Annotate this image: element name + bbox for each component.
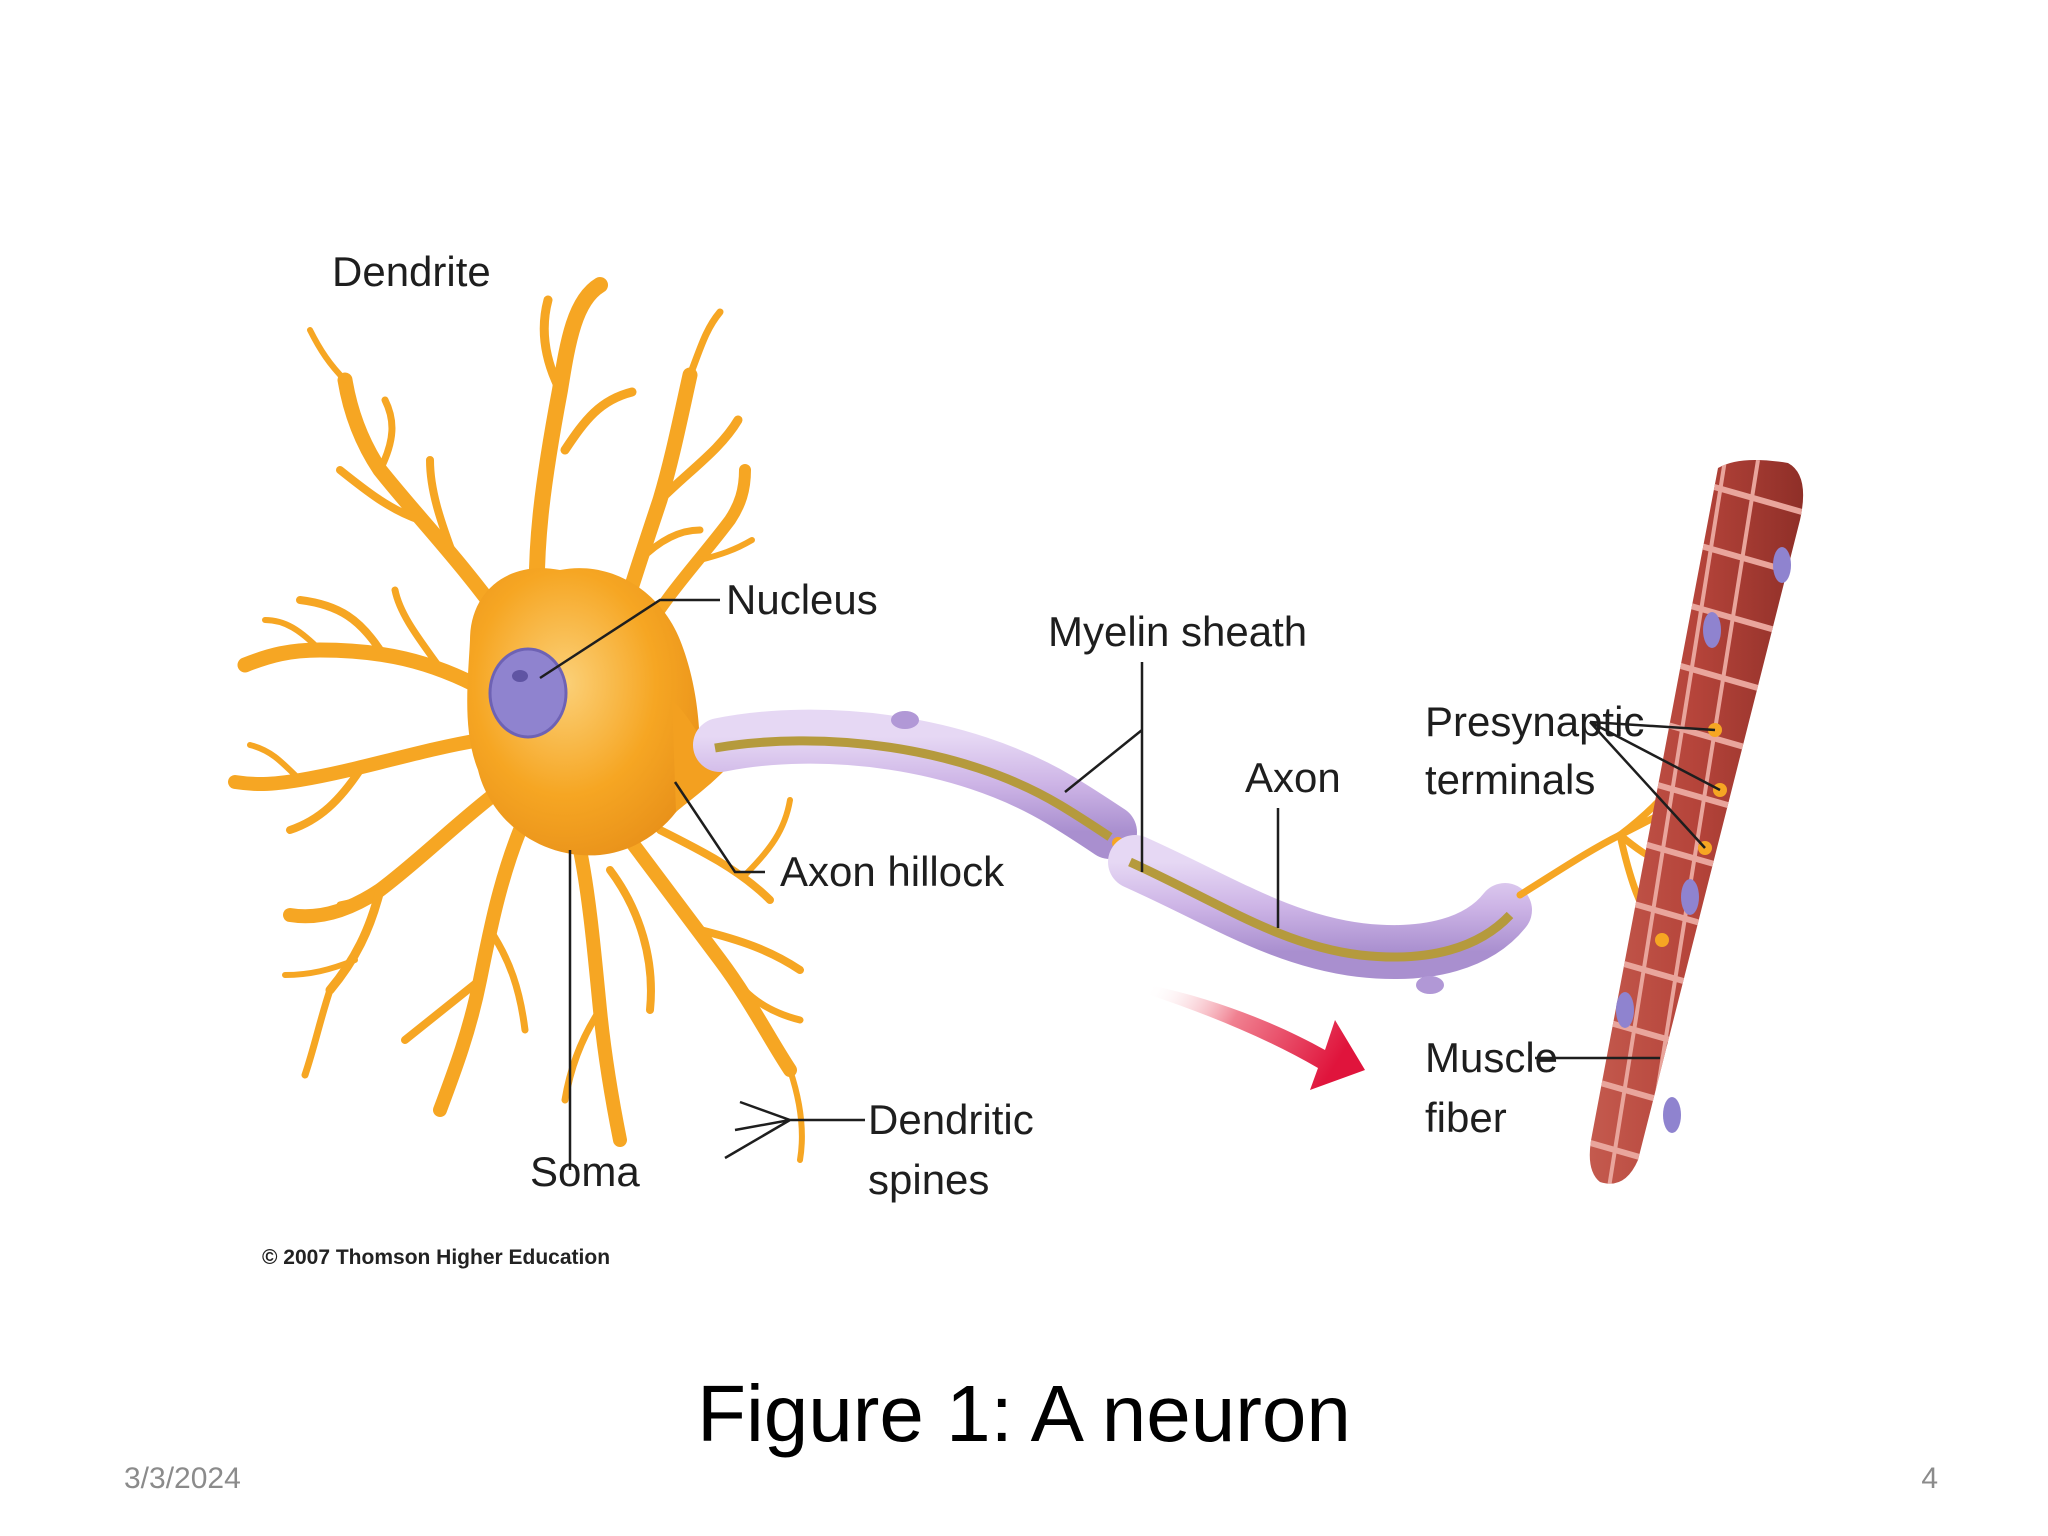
muscle-fiber-body	[1589, 459, 1804, 1184]
label-presynaptic-line2: terminals	[1425, 756, 1595, 803]
label-dendritic-line2: spines	[868, 1156, 989, 1203]
label-dendrite: Dendrite	[332, 248, 491, 295]
muscle-nucleus	[1773, 547, 1791, 583]
muscle-nucleus	[1663, 1097, 1681, 1133]
schwann-cell-nucleus	[891, 711, 919, 729]
slide-date: 3/3/2024	[124, 1462, 241, 1495]
label-axon-hillock: Axon hillock	[780, 848, 1005, 895]
label-axon: Axon	[1245, 754, 1341, 801]
leader-lines	[539, 598, 1721, 1170]
muscle-nucleus	[1616, 992, 1634, 1028]
label-myelin-sheath: Myelin sheath	[1048, 608, 1307, 655]
figure-caption: Figure 1: A neuron	[697, 1369, 1351, 1458]
schwann-cell-nucleus	[1416, 976, 1444, 994]
signal-direction-arrow	[1150, 985, 1365, 1090]
axon	[693, 709, 1532, 994]
nucleus-shape	[488, 647, 568, 739]
muscle-nucleus	[1681, 879, 1699, 915]
soma-body	[467, 568, 700, 856]
muscle-fiber	[1589, 459, 1804, 1184]
copyright-notice: © 2007 Thomson Higher Education	[262, 1246, 610, 1269]
label-muscle-line2: fiber	[1425, 1094, 1507, 1141]
slide-page-number: 4	[1921, 1462, 1938, 1495]
label-soma: Soma	[530, 1148, 640, 1195]
muscle-nucleus	[1703, 612, 1721, 648]
terminal-bouton	[1655, 933, 1669, 947]
dendrites	[228, 277, 805, 1163]
label-muscle-line1: Muscle	[1425, 1034, 1558, 1081]
axon-core-2	[1128, 857, 1514, 962]
label-presynaptic-line1: Presynaptic	[1425, 698, 1644, 745]
label-nucleus: Nucleus	[726, 576, 878, 623]
nucleolus-shape	[512, 670, 528, 682]
label-dendritic-line1: Dendritic	[868, 1096, 1034, 1143]
axon-core-1	[714, 736, 1113, 841]
myelin-segment-2	[1108, 835, 1532, 980]
